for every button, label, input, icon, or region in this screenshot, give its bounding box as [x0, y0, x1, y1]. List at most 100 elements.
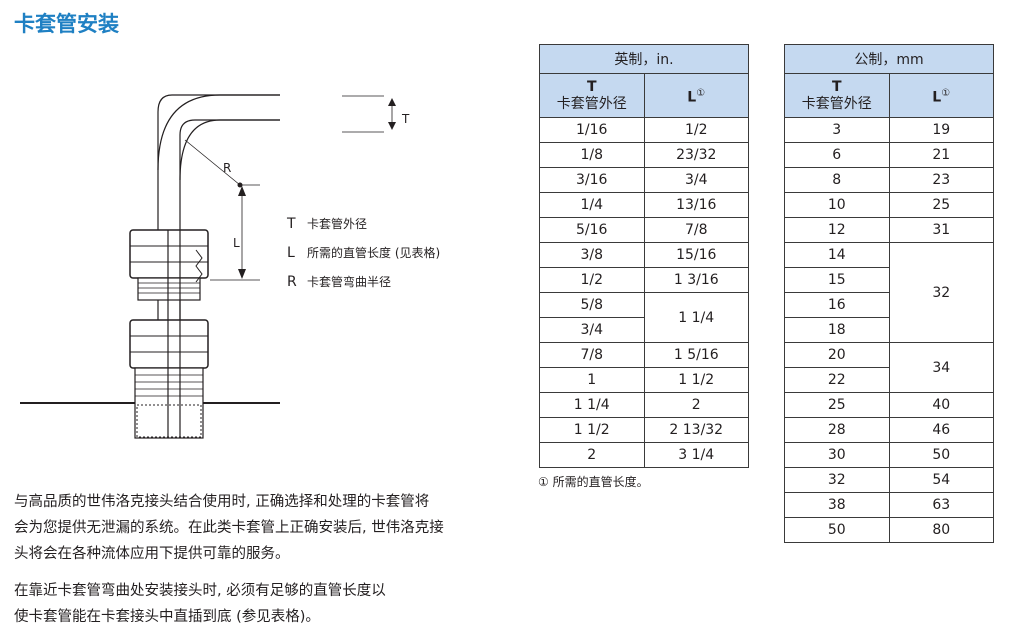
imperial-cell-l: 7/8 [643, 217, 749, 243]
imperial-cell-l: 2 [643, 392, 749, 418]
imperial-cell-t: 2 [539, 442, 645, 468]
imperial-cell-t: 3/4 [539, 317, 645, 343]
tube-fitting-diagram: R L [20, 94, 280, 439]
radius-label: R [223, 161, 231, 175]
imperial-cell-l: 1 1/4 [643, 292, 749, 343]
metric-cell-t: 14 [784, 242, 890, 268]
metric-cell-t: 50 [784, 517, 890, 543]
diameter-label: T [401, 112, 410, 126]
metric-cell-t: 3 [784, 117, 890, 143]
imperial-cell-l: 1 5/16 [643, 342, 749, 368]
metric-cell-t: 30 [784, 442, 890, 468]
imperial-header: 英制，in. [539, 44, 749, 74]
imperial-cell-t: 1 1/4 [539, 392, 645, 418]
metric-cell-l: 54 [888, 467, 994, 493]
intro-paragraph: 与高品质的世伟洛克接头结合使用时, 正确选择和处理的卡套管将 会为您提供无泄漏的… [14, 494, 444, 562]
legend-item-l: L 所需的直管长度 (见表格) [287, 245, 441, 261]
metric-cell-t: 20 [784, 342, 890, 368]
imperial-cell-l: 2 13/32 [643, 417, 749, 443]
metric-cell-l: 63 [888, 492, 994, 518]
imperial-cell-t: 7/8 [539, 342, 645, 368]
metric-cell-l: 31 [888, 217, 994, 243]
imperial-cell-l: 1 1/2 [643, 367, 749, 393]
metric-row: 15 [784, 267, 994, 293]
imperial-cell-t: 1 1/2 [539, 417, 645, 443]
imperial-cell-t: 5/8 [539, 292, 645, 318]
page-title: 卡套管安装 [14, 12, 119, 36]
imperial-cell-t: 1/16 [539, 117, 645, 143]
metric-cell-l: 25 [888, 192, 994, 218]
metric-cell-t: 25 [784, 392, 890, 418]
metric-cell-t: 32 [784, 467, 890, 493]
imperial-cell-l: 1/2 [643, 117, 749, 143]
imperial-cell-l: 23/32 [643, 142, 749, 168]
metric-cell-l: 21 [888, 142, 994, 168]
metric-header: 公制，mm [784, 44, 994, 74]
metric-cell-l: 40 [888, 392, 994, 418]
metric-cell-l: 50 [888, 442, 994, 468]
imperial-cell-t: 1/8 [539, 142, 645, 168]
metric-cell-t: 12 [784, 217, 890, 243]
metric-cell-l: 80 [888, 517, 994, 543]
imperial-cell-t: 1/4 [539, 192, 645, 218]
imperial-cell-t: 5/16 [539, 217, 645, 243]
metric-cell-l: 32 [888, 242, 994, 343]
metric-cell-t: 15 [784, 267, 890, 293]
metric-cell-t: 18 [784, 317, 890, 343]
metric-cell-l: 19 [888, 117, 994, 143]
imperial-cell-t: 3/8 [539, 242, 645, 268]
metric-cell-l: 23 [888, 167, 994, 193]
table-footnote: ① 所需的直管长度。 [538, 475, 649, 489]
metric-row: 22 [784, 367, 994, 393]
imperial-cell-l: 3 1/4 [643, 442, 749, 468]
imperial-cell-l: 3/4 [643, 167, 749, 193]
imperial-col-l: L① [643, 73, 749, 118]
imperial-cell-t: 3/16 [539, 167, 645, 193]
imperial-cell-l: 15/16 [643, 242, 749, 268]
metric-cell-t: 8 [784, 167, 890, 193]
metric-cell-t: 10 [784, 192, 890, 218]
diameter-dimension: T [342, 95, 410, 133]
metric-cell-t: 16 [784, 292, 890, 318]
imperial-cell-t: 1/2 [539, 267, 645, 293]
metric-cell-l: 46 [888, 417, 994, 443]
metric-cell-t: 6 [784, 142, 890, 168]
legend-item-t: T 卡套管外径 [287, 216, 368, 232]
imperial-row: 3/4 [539, 317, 749, 343]
diagram-legend: T 卡套管外径 L 所需的直管长度 (见表格) R 卡套管弯曲半径 [287, 210, 440, 297]
metric-cell-t: 22 [784, 367, 890, 393]
imperial-cell-t: 1 [539, 367, 645, 393]
metric-cell-t: 28 [784, 417, 890, 443]
metric-cell-l: 34 [888, 342, 994, 393]
legend-item-r: R 卡套管弯曲半径 [287, 274, 392, 290]
imperial-cell-l: 1 3/16 [643, 267, 749, 293]
note-paragraph: 在靠近卡套管弯曲处安装接头时, 必须有足够的直管长度以 使卡套管能在卡套接头中直… [14, 583, 386, 625]
